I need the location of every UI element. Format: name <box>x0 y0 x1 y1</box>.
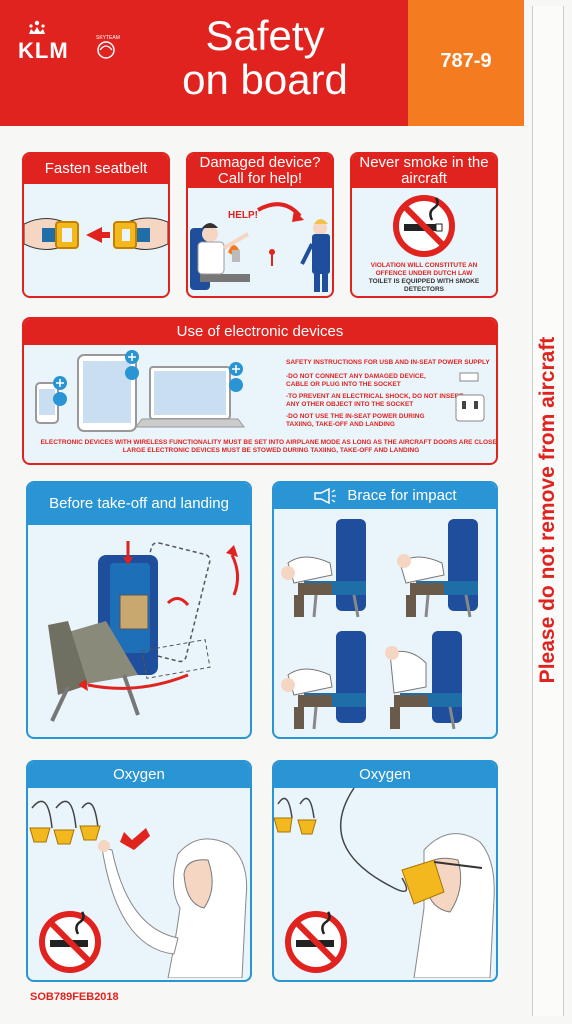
footer-line-1: ELECTRONIC DEVICES WITH WIRELESS FUNCTIO… <box>40 439 498 446</box>
panel-title: Oxygen <box>28 762 250 788</box>
instruction-item: -DO NOT USE THE IN-SEAT POWER DURING TAX… <box>286 413 425 428</box>
oxygen-mask-wear-illustration <box>274 788 495 978</box>
panel-damaged-device: Damaged device? Call for help! HELP! <box>186 152 334 298</box>
warning-line-1: VIOLATION WILL CONSTITUTE AN OFFENCE UND… <box>370 262 478 277</box>
model-badge <box>408 0 524 126</box>
svg-text:SKYTEAM: SKYTEAM <box>96 35 120 41</box>
title-line-1: Safety <box>205 12 325 59</box>
panel-title-text: Brace for impact <box>347 487 457 504</box>
brand-name: KLM <box>18 38 69 63</box>
panel-title: Brace for impact <box>274 483 496 509</box>
usb-instructions: SAFETY INSTRUCTIONS FOR USB AND IN-SEAT … <box>286 359 496 429</box>
panel-title: Never smoke in the aircraft <box>352 154 496 188</box>
panel-title: Damaged device? Call for help! <box>188 154 332 188</box>
panel-title: Use of electronic devices <box>24 319 496 345</box>
smoking-warning: VIOLATION WILL CONSTITUTE AN OFFENCE UND… <box>360 262 488 294</box>
panel-seatbelt: Fasten seatbelt <box>22 152 170 298</box>
warning-line-2: TOILET IS EQUIPPED WITH SMOKE DETECTORS <box>368 278 480 293</box>
footer-line-2: LARGE ELECTRONIC DEVICES MUST BE STOWED … <box>122 447 420 454</box>
megaphone-icon <box>314 488 337 504</box>
document-code: SOB789FEB2018 <box>30 991 119 1003</box>
devices-illustration <box>35 350 245 432</box>
instructions-title: SAFETY INSTRUCTIONS FOR USB AND IN-SEAT … <box>286 359 490 366</box>
panel-title: Oxygen <box>274 762 496 788</box>
panel-brace: Brace for impact <box>272 481 498 739</box>
usb-socket-icon <box>455 372 485 422</box>
bluetooth-icon <box>229 378 243 392</box>
page-title: Safety on board <box>160 14 370 102</box>
panel-oxygen-right: Oxygen <box>272 760 498 982</box>
panel-takeoff: Before take-off and landing <box>26 481 252 739</box>
back-card-edge <box>532 6 564 1016</box>
panel-electronics: Use of electronic devices SAFETY INSTRUC… <box>22 317 498 465</box>
seat-upright-illustration <box>48 541 239 722</box>
brace-figure <box>281 519 366 618</box>
brace-position-illustration <box>281 519 478 730</box>
oxygen-mask-drop-illustration <box>29 800 248 978</box>
seatbelt-illustration <box>24 217 168 250</box>
panel-title: Fasten seatbelt <box>24 154 168 184</box>
aircraft-model: 787-9 <box>440 50 492 72</box>
no-smoking-icon <box>285 911 347 973</box>
no-smoking-icon <box>393 195 455 257</box>
svg-text:HELP!: HELP! <box>228 210 258 221</box>
side-notice-text: Please do not remove from aircraft <box>536 336 559 684</box>
crown-icon <box>29 20 45 34</box>
electronics-footer: ELECTRONIC DEVICES WITH WIRELESS FUNCTIO… <box>28 439 498 455</box>
no-smoking-icon <box>39 911 101 973</box>
side-notice: Please do not remove from aircraft <box>524 290 572 730</box>
panel-oxygen-left: Oxygen <box>26 760 252 982</box>
panel-no-smoking: Never smoke in the aircraft VIOLATION WI… <box>350 152 498 298</box>
bluetooth-icon <box>53 392 67 406</box>
instruction-item: -DO NOT CONNECT ANY DAMAGED DEVICE, CABL… <box>286 373 426 388</box>
instruction-item: -TO PREVENT AN ELECTRICAL SHOCK, DO NOT … <box>286 393 464 408</box>
panel-title: Before take-off and landing <box>28 483 250 525</box>
bluetooth-icon <box>125 366 139 380</box>
skyteam-icon: SKYTEAM <box>96 35 120 59</box>
damaged-device-illustration: HELP! <box>190 202 330 292</box>
title-line-2: on board <box>182 56 348 103</box>
